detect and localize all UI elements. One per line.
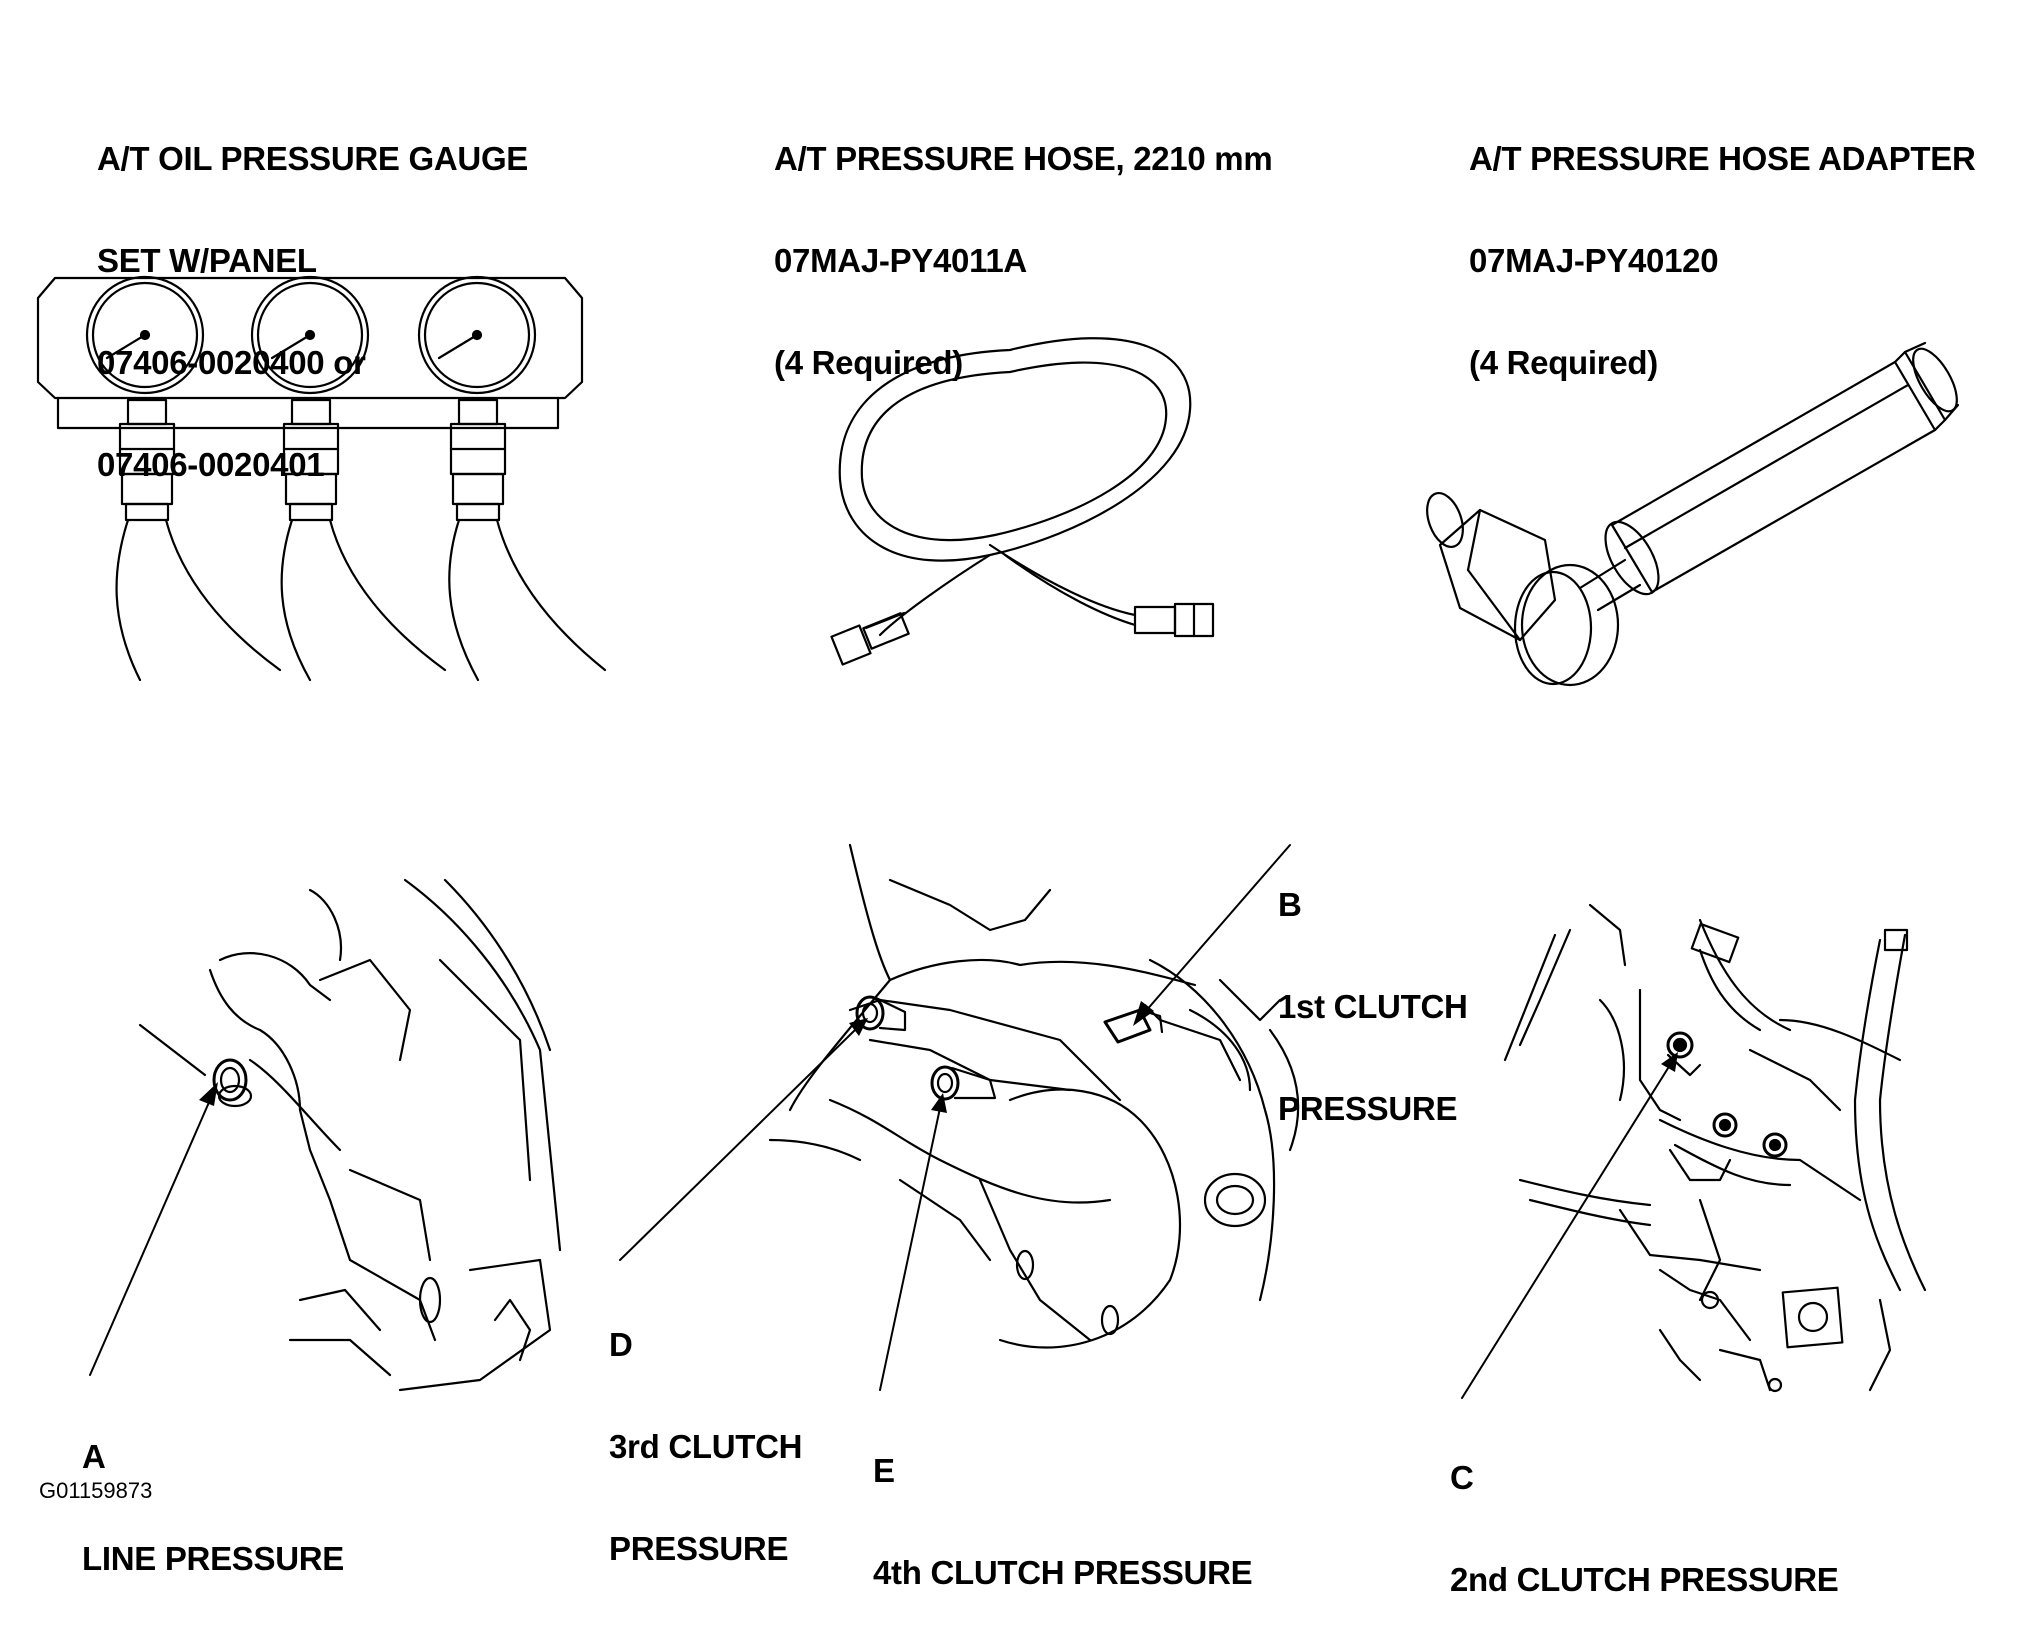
gauge-fitting-3: [451, 400, 505, 520]
line-pressure-port: [214, 1060, 246, 1100]
gauge-hose-2: [282, 520, 310, 680]
gauge-set-line-1: A/T OIL PRESSURE GAUGE: [97, 140, 529, 177]
arrow-d: [849, 1018, 868, 1036]
gauge-hose-1: [117, 520, 140, 680]
line-pressure-view: [140, 880, 560, 1390]
pressure-hose-title: A/T PRESSURE HOSE, 2210 mm 07MAJ-PY4011A…: [774, 74, 1273, 414]
leader-lines: [90, 845, 1678, 1398]
fourth-clutch-port: [932, 1067, 995, 1099]
adapter-side-fitting: [1440, 510, 1555, 640]
hose-adapter-line-1: A/T PRESSURE HOSE ADAPTER: [1469, 140, 1976, 177]
gauge-panel-base: [58, 398, 558, 428]
leader-a: [90, 1100, 210, 1375]
pressure-hose-part-number: 07MAJ-PY4011A: [774, 242, 1027, 279]
callout-d-name-1: 3rd CLUTCH: [609, 1428, 803, 1465]
arrow-e: [931, 1093, 947, 1113]
callout-c-letter: C: [1450, 1459, 1474, 1496]
clutch-pressure-view-2: [1505, 905, 1925, 1391]
callout-d-letter: D: [609, 1326, 633, 1363]
arrow-b: [1133, 1001, 1154, 1026]
callout-a-letter: A: [82, 1438, 106, 1475]
arrow-a: [199, 1082, 218, 1106]
callout-e-letter: E: [873, 1452, 895, 1489]
third-clutch-port: [857, 997, 905, 1030]
gauge-set-title: A/T OIL PRESSURE GAUGE SET W/PANEL 07406…: [97, 74, 528, 516]
pressure-hose-line-1: A/T PRESSURE HOSE, 2210 mm: [774, 140, 1273, 177]
pressure-hose-illustration: [831, 338, 1213, 664]
second-clutch-port: [1668, 1033, 1700, 1075]
callout-b-letter: B: [1278, 886, 1302, 923]
gauge-panel-illustration: [38, 277, 605, 680]
callout-b: B 1st CLUTCH PRESSURE: [1278, 820, 1468, 1160]
hose-coil-inner: [862, 363, 1166, 541]
gauge-dial-3: [419, 277, 535, 393]
pressure-hose-quantity: (4 Required): [774, 344, 963, 381]
callout-b-name-2: PRESSURE: [1278, 1090, 1458, 1127]
hose-end-fitting-left: [831, 625, 870, 664]
gauge-dial-1: [87, 277, 203, 393]
gauge-fitting-1: [120, 400, 174, 520]
hose-adapter-title: A/T PRESSURE HOSE ADAPTER 07MAJ-PY40120 …: [1469, 74, 1976, 414]
gauge-fitting-2: [284, 400, 338, 520]
diagram-canvas: [0, 0, 2028, 1569]
callout-b-name-1: 1st CLUTCH: [1278, 988, 1468, 1025]
gauge-panel-body: [38, 278, 582, 398]
leader-b: [1145, 845, 1290, 1012]
leader-c: [1462, 1065, 1670, 1398]
leader-d: [620, 1030, 855, 1260]
gauge-hose-3: [449, 520, 478, 680]
hose-adapter-quantity: (4 Required): [1469, 344, 1658, 381]
adapter-elbow-cap: [1522, 565, 1618, 685]
hose-adapter-part-number: 07MAJ-PY40120: [1469, 242, 1719, 279]
callout-d-name-2: PRESSURE: [609, 1530, 789, 1567]
hose-end-fitting-right: [1135, 607, 1175, 633]
hose-adapter-illustration: [1420, 342, 1965, 685]
gauge-dial-2: [252, 277, 368, 393]
gauge-set-line-2: SET W/PANEL: [97, 242, 317, 279]
callout-d: D 3rd CLUTCH PRESSURE: [609, 1260, 802, 1600]
arrow-c: [1661, 1052, 1678, 1072]
figure-code: G01159873: [39, 1478, 153, 1503]
clutch-pressure-view-1: [770, 845, 1298, 1348]
hose-tail: [880, 555, 990, 635]
leader-e: [880, 1108, 940, 1390]
